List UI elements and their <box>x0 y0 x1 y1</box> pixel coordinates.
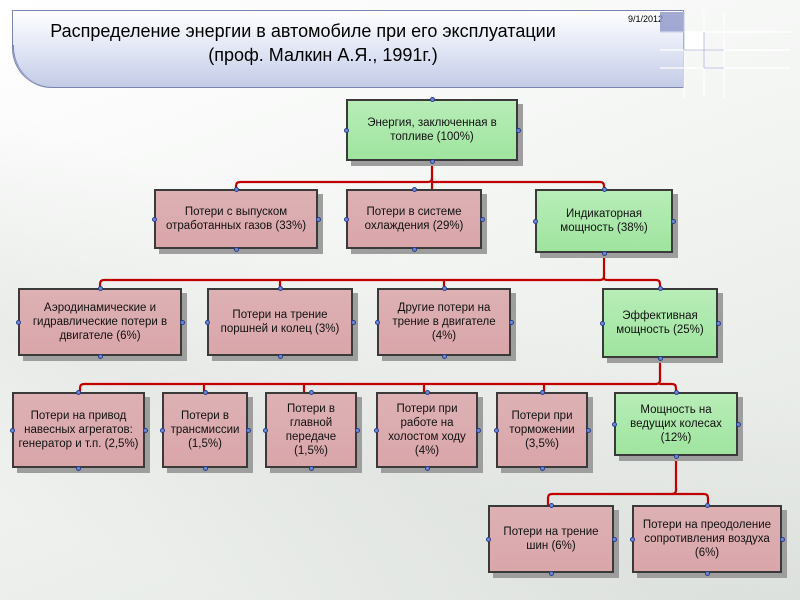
connection-handle <box>599 320 605 326</box>
connection-handle <box>508 319 514 325</box>
node-transmission-loss: Потери в трансмиссии (1,5%) <box>162 392 248 468</box>
connection-handle <box>202 465 208 471</box>
connection-handle <box>315 216 321 222</box>
connection-handle <box>704 570 710 576</box>
connection-handle <box>429 96 435 102</box>
connection-handle <box>308 389 314 395</box>
connection-handle <box>15 319 21 325</box>
node-main-gear-loss: Потери в главной передаче (1,5%) <box>265 392 357 468</box>
connection-handle <box>673 389 679 395</box>
connection-handle <box>343 127 349 133</box>
connection-handle <box>374 319 380 325</box>
connection-handle <box>601 186 607 192</box>
connection-handle <box>350 319 356 325</box>
connector-fuel-indicated <box>430 180 606 191</box>
decorative-grid <box>660 12 790 98</box>
connection-handle <box>585 427 591 433</box>
connection-handle <box>424 389 430 395</box>
node-piston-ring-loss: Потери на трение поршней и колец (3%) <box>207 288 353 356</box>
connector-wheels-air <box>670 492 710 507</box>
node-fuel-energy: Энергия, заключенная в топливе (100%) <box>346 99 518 161</box>
node-indicated-power: Индикаторная мощность (38%) <box>535 189 673 253</box>
node-braking-loss: Потери при торможении (3,5%) <box>496 392 588 468</box>
connection-handle <box>277 285 283 291</box>
node-effective-power: Эффективная мощность (25%) <box>602 288 718 358</box>
connection-handle <box>735 421 741 427</box>
connection-handle <box>532 218 538 224</box>
connection-handle <box>704 502 710 508</box>
connection-handle <box>493 427 499 433</box>
connection-handle <box>97 353 103 359</box>
connection-handle <box>159 427 165 433</box>
connection-handle <box>411 186 417 192</box>
slide-date: 9/1/2012 <box>628 14 664 24</box>
connection-handle <box>151 216 157 222</box>
connection-handle <box>142 427 148 433</box>
connection-handle <box>204 319 210 325</box>
connection-handle <box>424 465 430 471</box>
connection-handle <box>441 353 447 359</box>
node-tire-friction-loss: Потери на трение шин (6%) <box>488 505 614 573</box>
slide-title-line-1: Распределение энергии в автомобиле при е… <box>50 21 556 41</box>
connection-handle <box>354 427 360 433</box>
connection-handle <box>601 250 607 256</box>
connector-indicated-aero <box>98 251 606 290</box>
node-idle-loss: Потери при работе на холостом ходу (4%) <box>376 392 478 468</box>
connection-handle <box>411 246 417 252</box>
connector-effective-wheels <box>658 382 678 394</box>
connection-handle <box>779 536 785 542</box>
node-accessory-drive-loss: Потери на привод навесных агрегатов: ген… <box>12 392 145 468</box>
connection-handle <box>657 285 663 291</box>
node-cooling-loss: Потери в системе охлаждения (29%) <box>346 189 482 249</box>
connection-handle <box>9 427 15 433</box>
node-exhaust-loss: Потери с выпуском отработанных газов (33… <box>154 189 318 249</box>
node-other-friction-loss: Другие потери на трение в двигателе (4%) <box>377 288 511 356</box>
connection-handle <box>611 421 617 427</box>
node-drive-wheels-power: Мощность на ведущих колесах (12%) <box>614 392 738 456</box>
slide-title-line-2: (проф. Малкин А.Я., 1991г.) <box>208 45 438 65</box>
connection-handle <box>308 465 314 471</box>
connection-handle <box>657 355 663 361</box>
connection-handle <box>233 246 239 252</box>
connection-handle <box>179 319 185 325</box>
connection-handle <box>202 389 208 395</box>
connection-handle <box>539 389 545 395</box>
connection-handle <box>97 285 103 291</box>
connection-handle <box>673 453 679 459</box>
connection-handle <box>479 216 485 222</box>
node-air-resistance-loss: Потери на преодоление сопротивления возд… <box>632 505 782 573</box>
connection-handle <box>76 465 81 471</box>
connection-handle <box>611 536 617 542</box>
connection-handle <box>485 536 491 542</box>
connection-handle <box>441 285 447 291</box>
connection-handle <box>670 218 676 224</box>
connection-handle <box>245 427 251 433</box>
node-aero-hydraulic-loss: Аэродинамические и гидравлические потери… <box>18 288 182 356</box>
connector-fuel-exhaust <box>234 159 434 191</box>
connection-handle <box>76 389 81 395</box>
connection-handle <box>343 216 349 222</box>
connection-handle <box>429 158 435 164</box>
connection-handle <box>548 570 554 576</box>
connection-handle <box>515 127 521 133</box>
connection-handle <box>715 320 721 326</box>
connection-handle <box>262 427 268 433</box>
connection-handle <box>475 427 481 433</box>
connection-handle <box>373 427 379 433</box>
title-banner: Распределение энергии в автомобиле при е… <box>12 10 684 88</box>
connector-wheels-tire <box>546 454 678 507</box>
connection-handle <box>277 353 283 359</box>
connection-handle <box>233 186 239 192</box>
connection-handle <box>539 465 545 471</box>
connector-indicated-effective <box>602 276 662 290</box>
connector-effective-accessory <box>78 355 662 394</box>
connection-handle <box>629 536 635 542</box>
slide-title: Распределение энергии в автомобиле при е… <box>33 19 573 67</box>
connection-handle <box>548 502 554 508</box>
